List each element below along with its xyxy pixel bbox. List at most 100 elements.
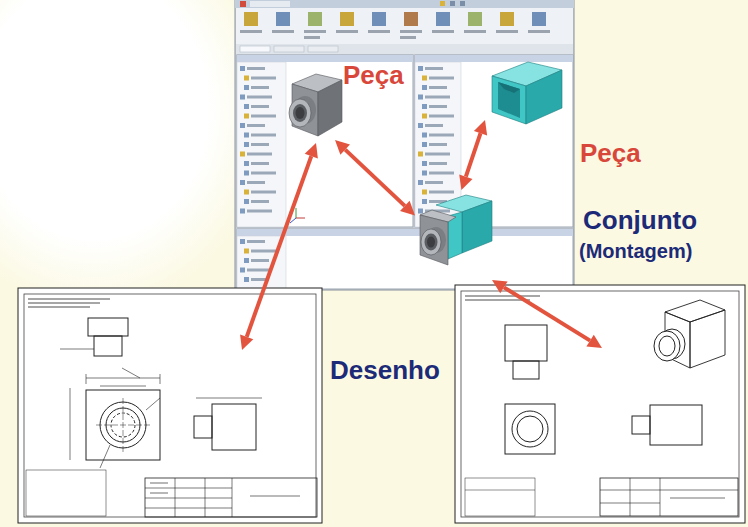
drawing-sheet <box>250 495 300 496</box>
drawing-sheet <box>100 445 110 468</box>
caption-label: Desenho <box>330 356 440 386</box>
drawing-sheet <box>465 478 535 516</box>
tree-icon <box>422 142 427 147</box>
cad-window <box>236 8 573 44</box>
tree-line <box>251 77 276 80</box>
teal-part <box>492 62 562 124</box>
drawing-sheet <box>88 318 128 336</box>
drawing-sheet <box>122 368 140 378</box>
drawing-sheet <box>18 288 322 523</box>
tree-icon <box>244 161 249 166</box>
toolbar-icons <box>308 12 322 26</box>
cad-window <box>235 0 574 8</box>
tree-icon <box>244 171 249 176</box>
drawing-sheet <box>517 416 543 442</box>
gray-part <box>296 107 305 119</box>
drawing-sheet <box>632 416 650 434</box>
red-double-arrow <box>240 143 318 350</box>
tree-line <box>247 67 265 70</box>
cad-window <box>236 44 573 54</box>
tree-icon <box>244 76 249 81</box>
assembly-model <box>420 215 448 265</box>
tree-icon <box>240 209 245 214</box>
tree-line <box>251 105 269 108</box>
drawing-sheet <box>650 405 702 445</box>
drawing-sheet <box>26 470 106 516</box>
toolbar-icons <box>304 36 320 39</box>
tree-line <box>429 162 447 165</box>
tree-icon <box>418 95 423 100</box>
drawing-sheet <box>100 386 146 387</box>
drawing-sheet <box>150 482 168 483</box>
axis-triad <box>296 208 297 218</box>
drawing-sheet <box>205 478 206 517</box>
tree-icon <box>244 258 249 263</box>
cad-window <box>440 1 445 6</box>
tree-line <box>247 240 265 243</box>
tree-icon <box>418 209 423 214</box>
tree-icon <box>244 142 249 147</box>
drawing-sheet <box>461 291 739 517</box>
tree-line <box>425 153 450 156</box>
tree-icon <box>418 123 423 128</box>
toolbar-icons <box>468 12 482 26</box>
gray-part <box>289 74 342 136</box>
tree-line <box>251 134 276 137</box>
tree-icon <box>422 114 427 119</box>
drawing-sheet <box>86 374 87 384</box>
tree-line <box>247 210 272 213</box>
drawing-sheet <box>160 374 161 384</box>
drawing-sheet <box>660 478 661 516</box>
tree-line <box>429 134 454 137</box>
cad-window <box>237 55 413 227</box>
red-double-arrow <box>247 156 312 337</box>
tree-line <box>251 162 269 165</box>
cad-window <box>237 62 286 227</box>
tree-icon <box>244 199 249 204</box>
teal-part <box>498 82 520 118</box>
drawing-sheet <box>505 325 547 361</box>
drawing-sheet <box>145 478 317 517</box>
gray-part <box>289 99 311 127</box>
tree-icon <box>240 66 245 71</box>
connector-arrow <box>335 140 415 216</box>
tree-line <box>251 115 276 118</box>
tree-line <box>251 191 276 194</box>
cad-window <box>235 0 574 290</box>
drawing-sheet <box>24 294 316 517</box>
tree-line <box>247 153 272 156</box>
tree-line <box>425 181 443 184</box>
toolbar-icons <box>340 12 354 26</box>
drawing-sheet <box>28 302 100 304</box>
tree-icon <box>240 268 245 273</box>
toolbar-icons <box>336 30 358 33</box>
drawing-sheet <box>196 398 262 399</box>
drawing-sheet <box>86 390 160 460</box>
toolbar-icons <box>304 30 326 33</box>
tree-icon <box>244 114 249 119</box>
tree-icon <box>244 277 249 282</box>
label-holder: Desenho <box>330 356 440 386</box>
drawing-sheet <box>232 478 233 517</box>
tree-icon <box>422 161 427 166</box>
tree-line <box>247 124 265 127</box>
tree-line <box>425 124 443 127</box>
tree-line <box>429 191 454 194</box>
drawing-sheet <box>194 416 212 438</box>
tree-line <box>251 86 269 89</box>
assembly-model <box>462 201 492 253</box>
red-double-arrow <box>492 280 508 293</box>
drawing-sheet <box>455 285 745 523</box>
toolbar-icons <box>400 36 416 39</box>
connector-line <box>466 133 481 177</box>
drawing-sheet <box>70 388 71 460</box>
tree-line <box>251 172 276 175</box>
tree-icon <box>244 133 249 138</box>
drawing-sheet <box>600 478 738 516</box>
node-title: Peça <box>343 61 404 91</box>
tree-line <box>429 77 454 80</box>
drawing-sheet <box>28 306 90 308</box>
toolbar-icons <box>404 12 418 26</box>
tree-line <box>429 172 454 175</box>
arrow-head <box>459 174 472 190</box>
